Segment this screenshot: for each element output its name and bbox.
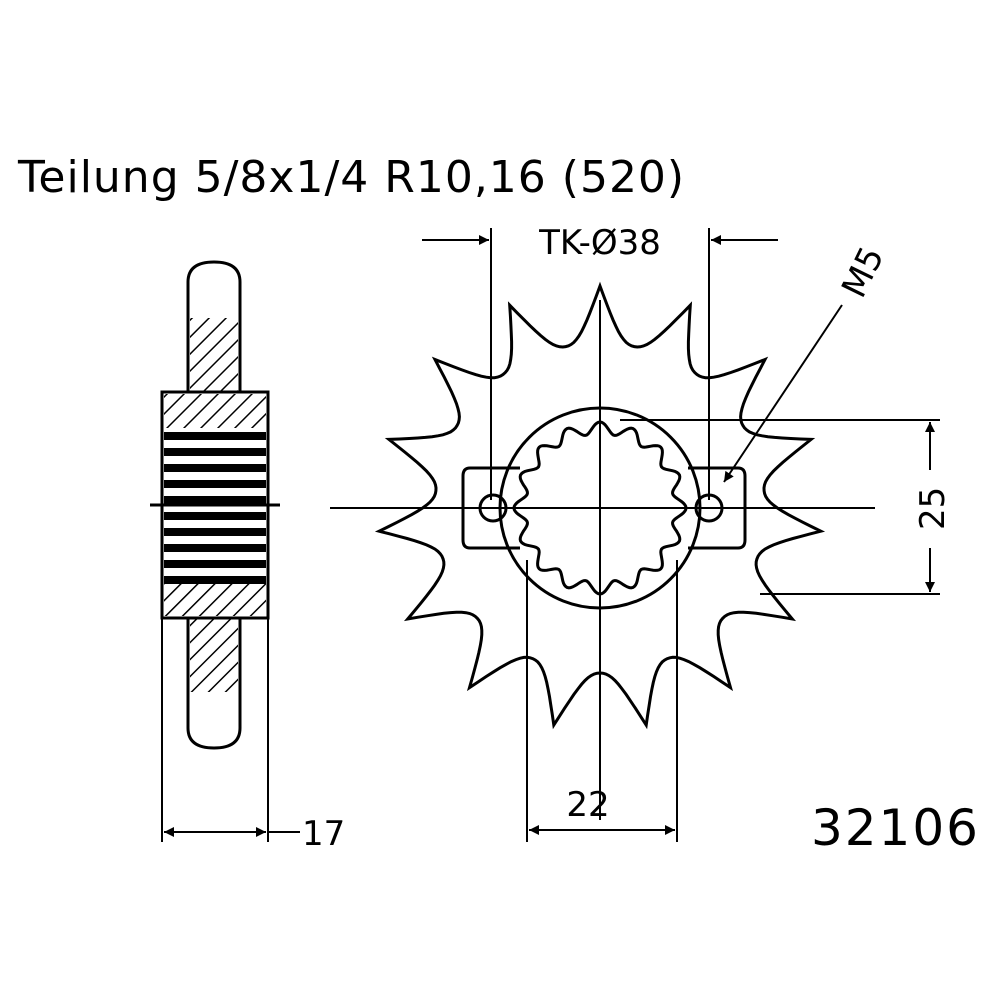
side-lower-tooth xyxy=(186,618,242,750)
side-upper-tooth xyxy=(186,260,242,392)
part-number: 32106 xyxy=(811,799,980,857)
thickness-label: 17 xyxy=(302,814,345,854)
title-text: Teilung 5/8x1/4 R10,16 (520) xyxy=(17,152,685,203)
side-hub-hatch-top xyxy=(164,394,266,428)
bolt-circle-label: TK-Ø38 xyxy=(538,223,661,263)
side-lower-tooth-hatch xyxy=(190,618,238,692)
hub-width-label: 22 xyxy=(566,785,609,825)
thread-leader xyxy=(723,304,843,483)
front-view: TK-Ø38 M5 25 22 xyxy=(330,223,953,842)
side-view: 17 xyxy=(150,260,345,854)
side-upper-tooth-hatch xyxy=(190,318,238,392)
thread-label: M5 xyxy=(834,241,892,304)
spline-height-label: 25 xyxy=(913,487,953,530)
side-hub-hatch-bottom xyxy=(164,584,266,616)
